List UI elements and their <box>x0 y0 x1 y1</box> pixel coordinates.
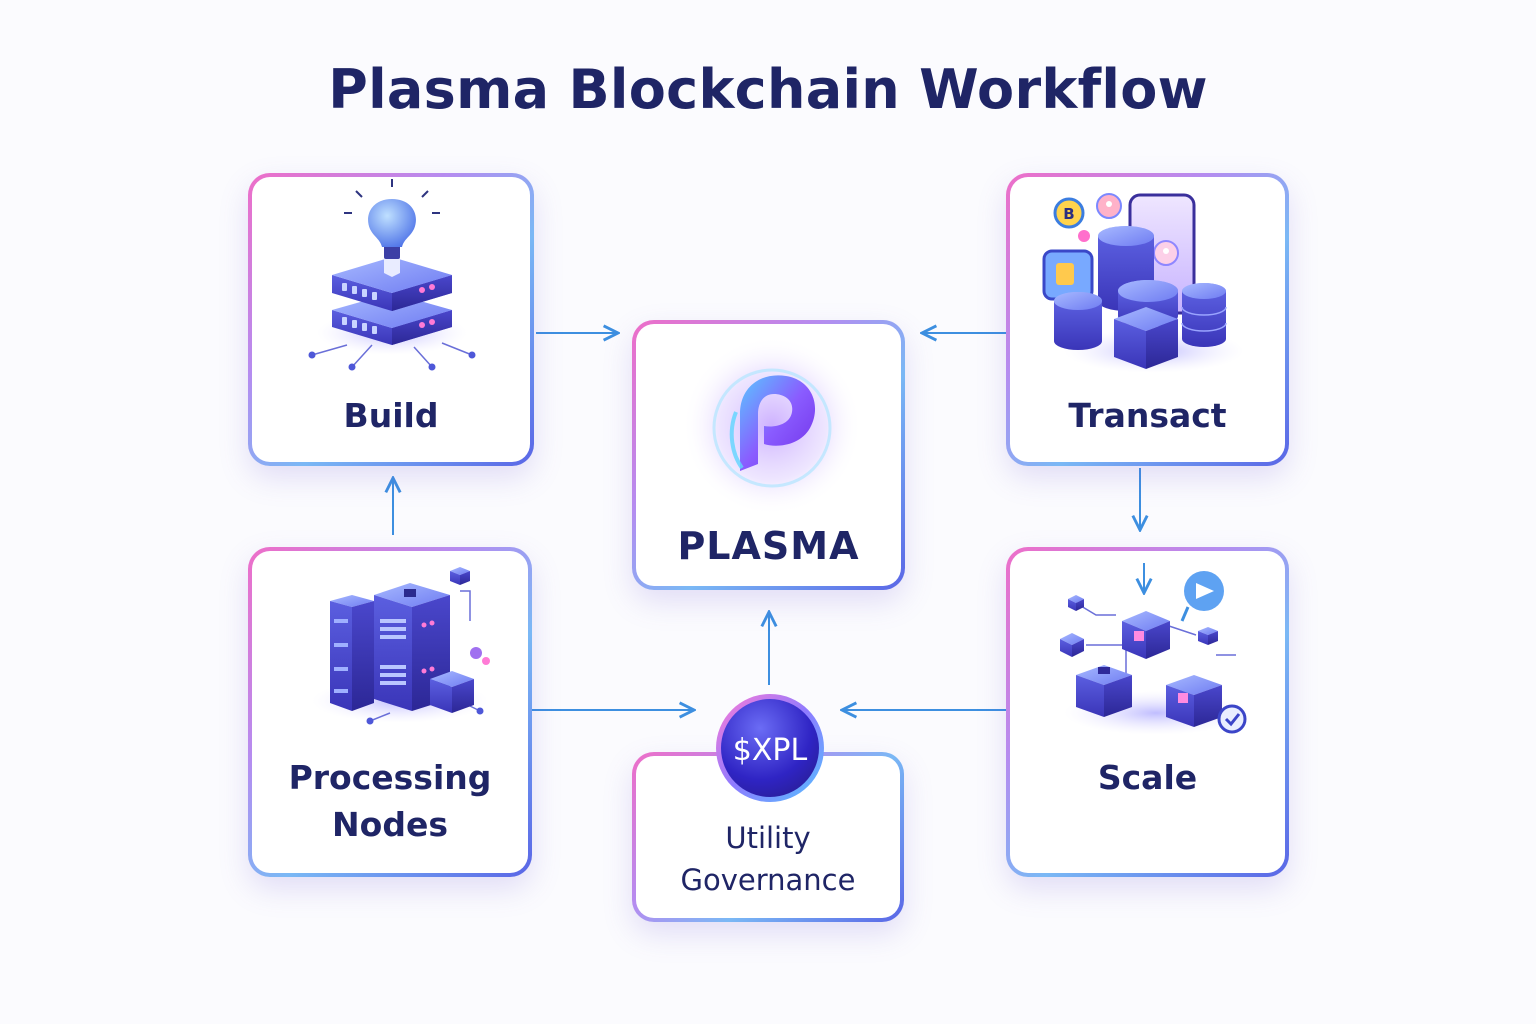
xpl-token-coin-icon: $XPL <box>716 694 824 802</box>
build-label: Build <box>343 396 439 435</box>
plasma-logo-icon <box>682 336 862 516</box>
scale-label: Scale <box>1097 758 1198 797</box>
coin-letter: B <box>1063 205 1074 223</box>
transact-node: B Transact <box>1006 173 1289 466</box>
transact-label: Transact <box>1068 396 1227 435</box>
processing-nodes-node: Processing Nodes <box>248 547 532 877</box>
diagram-title: Plasma Blockchain Workflow <box>328 58 1208 121</box>
scale-node: Scale <box>1006 547 1289 877</box>
server-lightbulb-icon <box>308 179 476 371</box>
scaling-cubes-icon <box>1060 563 1248 735</box>
token-label-line1: Utility <box>725 821 811 855</box>
build-node: Build <box>248 173 534 466</box>
server-rack-icon <box>312 567 490 725</box>
processing-nodes-label-line1: Processing <box>288 758 492 797</box>
xpl-badge-text: $XPL <box>733 733 808 768</box>
plasma-label: PLASMA <box>677 524 860 568</box>
database-phone-icon: B <box>1042 193 1244 373</box>
plasma-core-node: PLASMA <box>632 320 905 590</box>
processing-nodes-label-line2: Nodes <box>332 805 448 844</box>
token-label-line2: Governance <box>680 863 856 897</box>
